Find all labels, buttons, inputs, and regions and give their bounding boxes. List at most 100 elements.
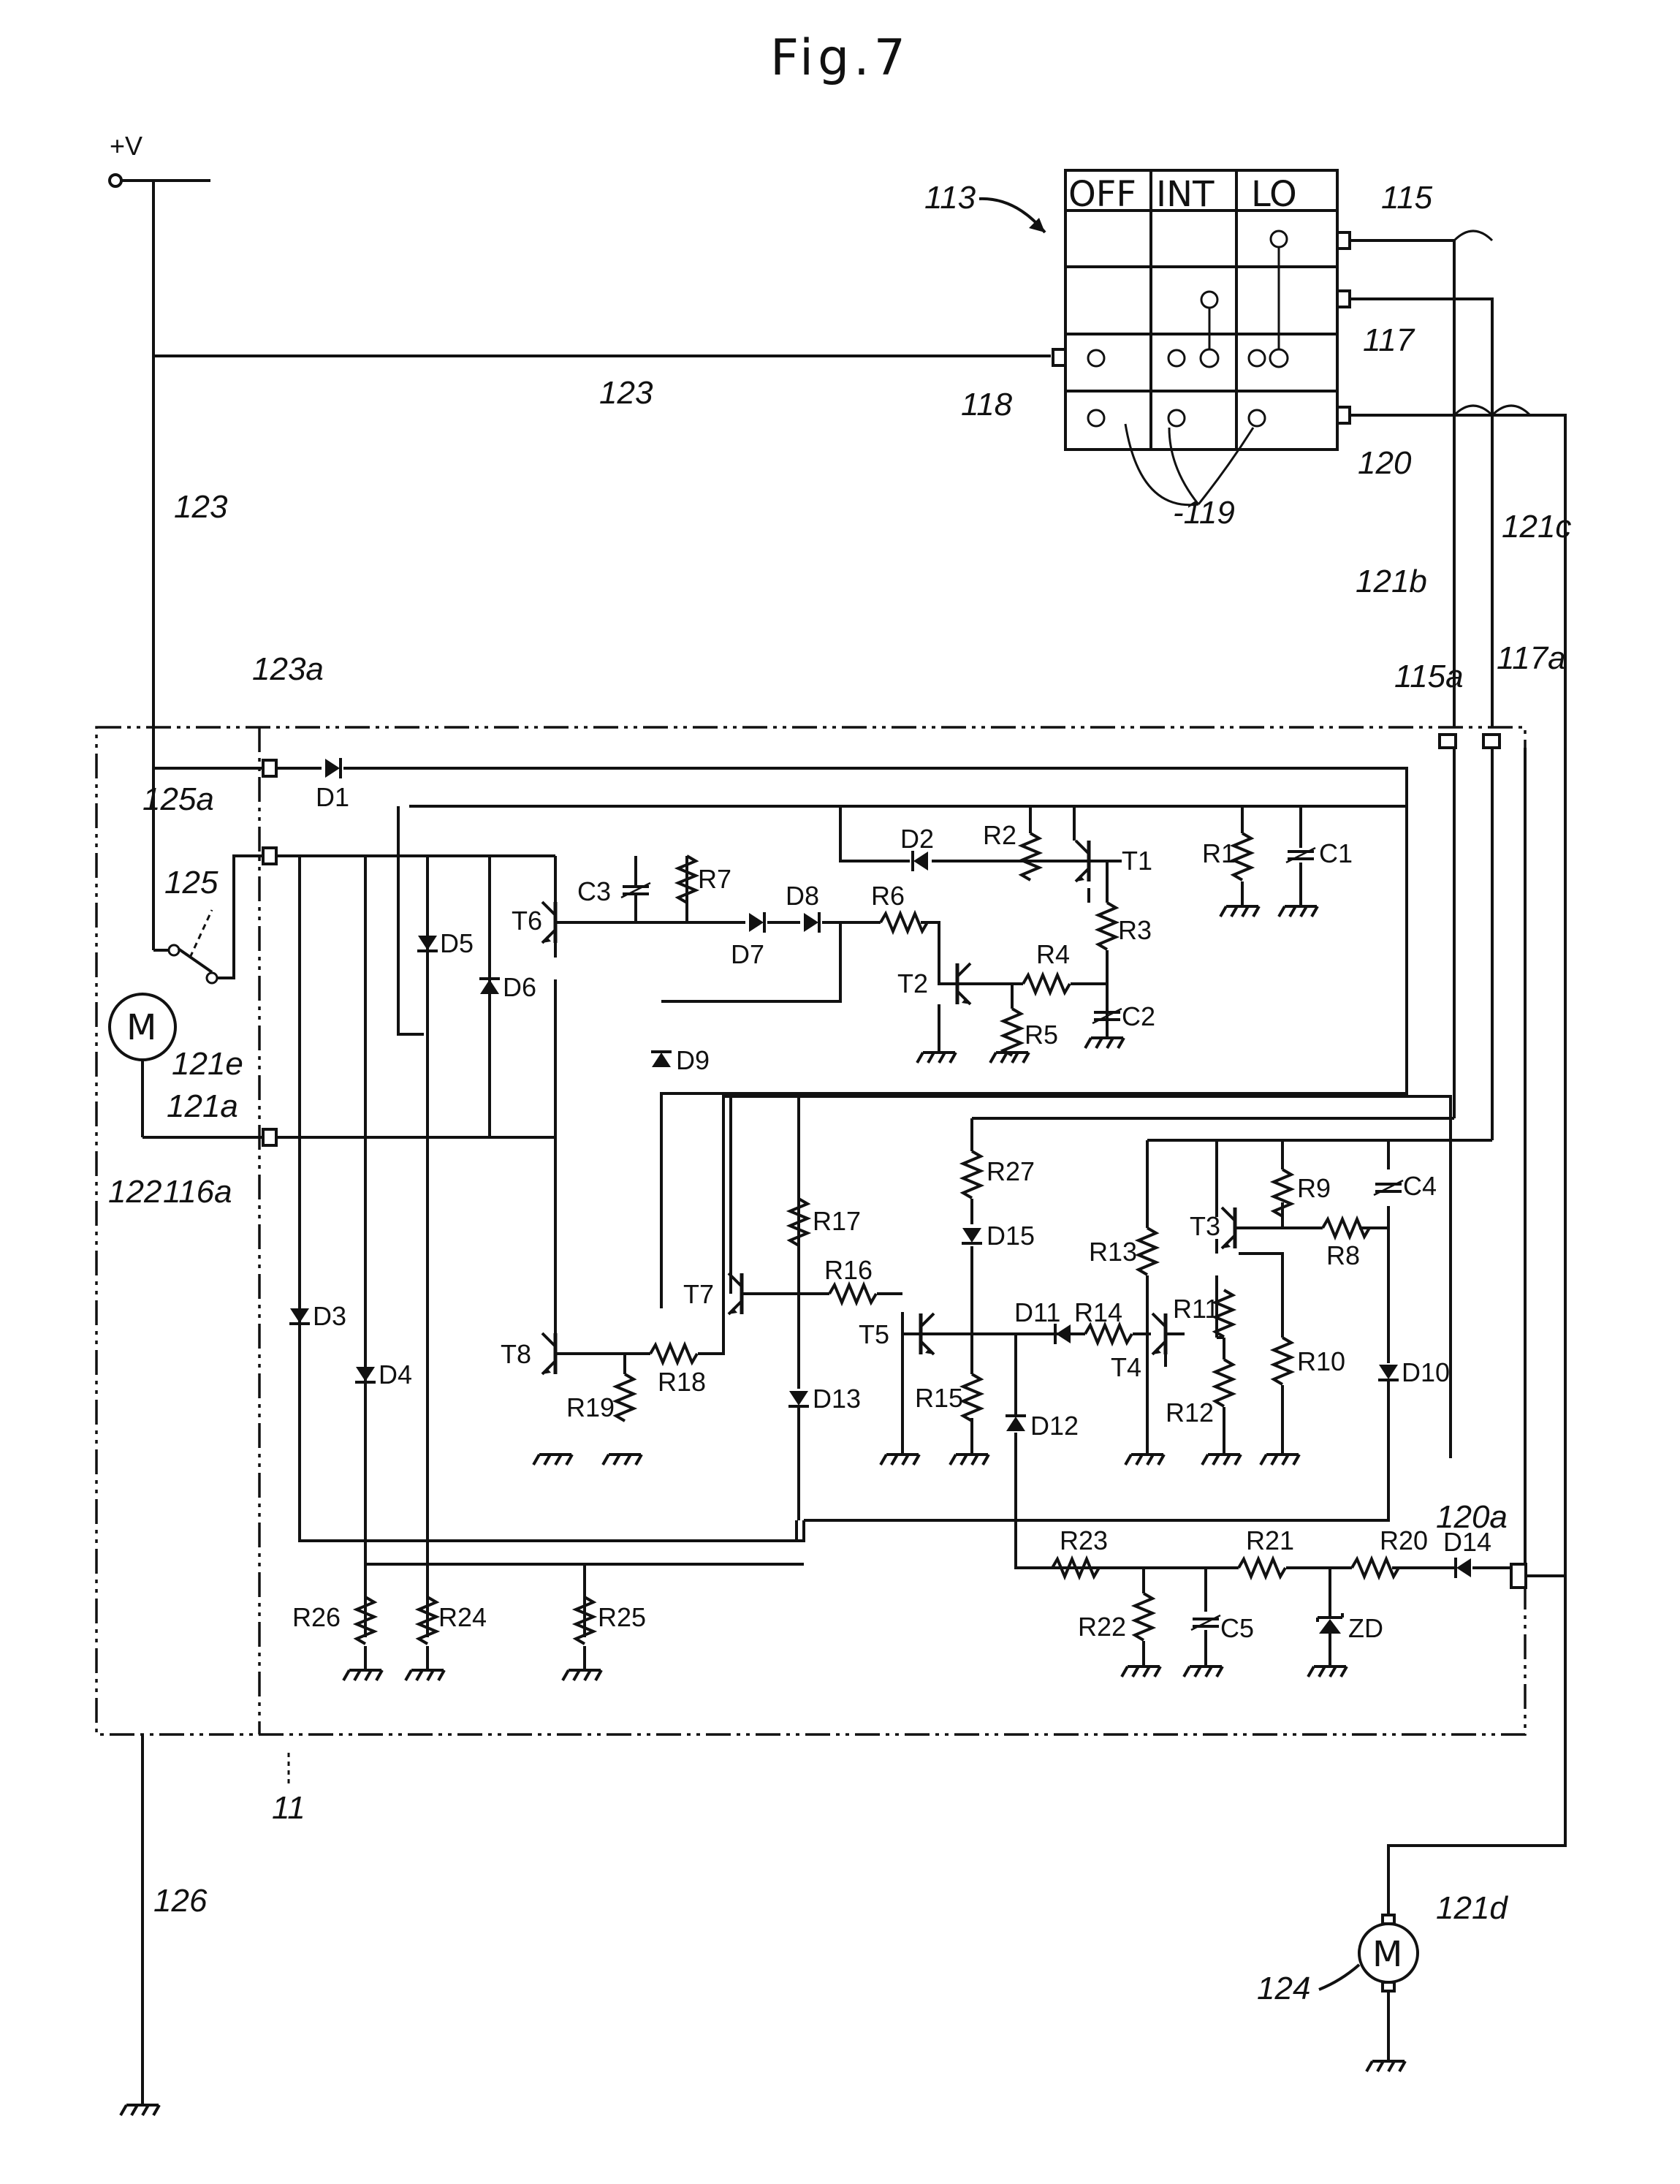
diode-d2: [911, 849, 930, 873]
label-c5: C5: [1220, 1613, 1254, 1643]
label-c2: C2: [1122, 1001, 1155, 1031]
ref-125a: 125a: [142, 781, 214, 817]
resistor-r12: [1214, 1358, 1234, 1408]
wire-121b: [1350, 239, 1456, 727]
label-c3: C3: [577, 876, 611, 906]
ground-c5: [1182, 1665, 1224, 1678]
ref-120a: 120a: [1436, 1499, 1508, 1535]
resistor-r14: [1084, 1324, 1133, 1344]
label-r9: R9: [1297, 1173, 1331, 1203]
label-r7: R7: [698, 864, 731, 894]
ref-121e: 121e: [172, 1046, 243, 1082]
diode-d6: [478, 977, 501, 996]
diode-d13: [787, 1389, 810, 1408]
ref-121a: 121a: [167, 1088, 238, 1124]
ground-r19: [601, 1453, 643, 1466]
label-d5: D5: [440, 928, 474, 958]
capacitor-c5: [1190, 1614, 1222, 1631]
diode-d12: [1004, 1414, 1027, 1433]
ground-r10: [1259, 1453, 1301, 1466]
label-r21: R21: [1246, 1525, 1294, 1555]
label-r6: R6: [871, 881, 905, 911]
ref-125: 125: [164, 865, 218, 900]
ground-r25: [561, 1669, 603, 1682]
label-d7: D7: [731, 939, 764, 969]
label-r24: R24: [438, 1602, 487, 1632]
zener-diode-zd: [1316, 1613, 1344, 1634]
resistor-r5: [1002, 1007, 1022, 1057]
label-c1: C1: [1319, 838, 1353, 868]
internal-wiring: [153, 748, 1565, 1667]
switch-unit-113: OFF INT LO: [1052, 169, 1351, 507]
ground-zd: [1307, 1665, 1348, 1678]
ground-r24: [404, 1669, 446, 1682]
resistor-r20: [1350, 1558, 1400, 1578]
label-c4: C4: [1403, 1171, 1437, 1201]
diode-d8: [802, 911, 821, 934]
label-r3: R3: [1118, 915, 1152, 945]
ground-r1: [1219, 905, 1261, 918]
ref-121c: 121c: [1502, 509, 1571, 545]
label-d15: D15: [987, 1221, 1035, 1251]
label-d3: D3: [313, 1301, 346, 1331]
label-r10: R10: [1297, 1346, 1345, 1376]
label-t5: T5: [859, 1319, 889, 1349]
label-r15: R15: [915, 1383, 963, 1413]
diode-d15: [960, 1226, 984, 1245]
ground-t2: [916, 1051, 957, 1064]
label-r18: R18: [658, 1367, 706, 1397]
label-r27: R27: [987, 1156, 1035, 1186]
label-r2: R2: [983, 820, 1016, 850]
ref-126: 126: [153, 1883, 208, 1919]
resistor-r4: [1022, 974, 1071, 994]
ref-115a: 115a: [1394, 659, 1464, 694]
switch-pos-int: INT: [1156, 174, 1215, 215]
label-r14: R14: [1074, 1297, 1122, 1327]
control-unit-boundary: [95, 726, 1527, 1736]
label-t2: T2: [897, 968, 928, 998]
label-t4: T4: [1111, 1352, 1141, 1382]
resistor-r2: [1020, 832, 1041, 881]
transistor-t8: [542, 1333, 574, 1374]
diode-d7: [748, 911, 766, 934]
switch-pos-off: OFF: [1068, 174, 1136, 215]
label-r17: R17: [813, 1206, 861, 1236]
label-d11: D11: [1014, 1297, 1060, 1327]
motor-122: M: [108, 993, 263, 1139]
label-d9: D9: [676, 1045, 710, 1075]
label-d14: D14: [1443, 1527, 1491, 1557]
ground-c2: [1084, 1036, 1125, 1050]
ref-124: 124: [1257, 1971, 1310, 2006]
label-d12: D12: [1030, 1411, 1079, 1441]
label-r25: R25: [598, 1602, 646, 1632]
motor-124-symbol: M: [1372, 1934, 1402, 1975]
resistor-r6: [879, 912, 929, 933]
ground-r22: [1120, 1665, 1162, 1678]
ground-t8: [532, 1453, 574, 1466]
label-r20: R20: [1380, 1525, 1428, 1555]
capacitor-c2: [1091, 1007, 1123, 1025]
resistor-r16: [828, 1284, 878, 1304]
diode-d5: [416, 934, 439, 952]
label-t3: T3: [1190, 1211, 1220, 1241]
resistor-r27: [962, 1150, 982, 1199]
diode-d1: [324, 757, 342, 780]
ref-113: 113: [924, 180, 976, 216]
diode-d3: [288, 1307, 311, 1325]
diode-d9: [650, 1050, 673, 1069]
diode-d4: [354, 1365, 377, 1384]
ref-117a: 117a: [1497, 640, 1566, 676]
label-d6: D6: [503, 972, 536, 1002]
label-t7: T7: [683, 1279, 714, 1309]
ref-123-top: 123: [599, 375, 653, 411]
label-d2: D2: [900, 824, 934, 854]
ref-119: -119: [1173, 495, 1235, 531]
ref-122: 122: [108, 1174, 161, 1210]
ref-115: 115: [1381, 180, 1433, 216]
label-d8: D8: [786, 881, 819, 911]
ref-123a: 123a: [252, 651, 324, 687]
ground-r26: [342, 1669, 384, 1682]
switch-125: [153, 854, 263, 985]
label-d1: D1: [316, 782, 349, 812]
ref-121b: 121b: [1356, 564, 1427, 599]
